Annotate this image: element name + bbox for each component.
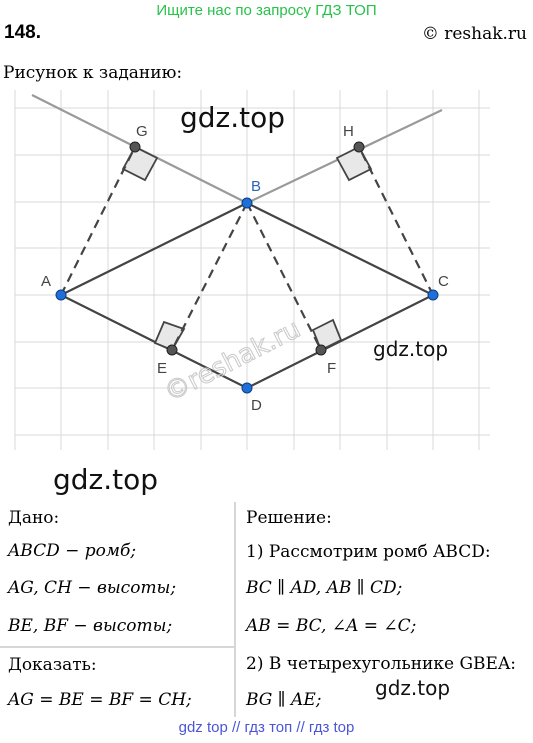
label-d: D [251,397,262,414]
footer-links[interactable]: gdz top // гдз топ // гдз top [178,719,355,736]
vertices [55,141,439,394]
label-c: C [438,273,449,290]
watermark-bottom: gdz.top [375,676,451,700]
problem-number: 148. [4,22,41,43]
label-f: F [327,360,336,377]
label-b: B [251,178,261,195]
watermark-left: gdz.top [53,463,159,496]
point-e [166,344,178,356]
point-c [427,289,439,301]
point-b [241,197,253,209]
copyright: © reshak.ru [421,24,527,44]
point-g [129,141,141,153]
solution-line: BG ∥ AE; [246,690,322,710]
given-line: BE, BF − высоты; [8,616,173,636]
figure-caption: Рисунок к заданию: [3,63,183,83]
watermark-mid: gdz.top [373,337,449,361]
given-line: AG, CH − высоты; [8,578,177,598]
right-angle-markers [121,145,373,352]
altitudes [60,146,434,351]
grid [14,90,490,450]
point-f [315,344,327,356]
label-a: A [41,273,51,290]
given-line: ABCD − ромб; [8,541,137,561]
banner: Ищите нас по запросу ГДЗ ТОП [156,2,377,19]
label-h: H [343,123,354,140]
table-divider-vertical [234,502,236,717]
solution-line: BC ∥ AD, AB ∥ CD; [246,578,403,598]
solution-line: 1) Рассмотрим ромб ABCD: [246,542,491,562]
solution-line: 2) В четырехугольнике GBEA: [246,654,516,674]
label-e: E [157,360,167,377]
geometry-figure: ©reshak.ru A B C D E F G H [14,90,490,450]
given-header: Дано: [8,508,60,528]
watermark-top: gdz.top [180,101,286,134]
label-g: G [136,123,148,140]
point-a [55,289,67,301]
table-divider-horizontal [0,646,234,648]
prove-line: AG = BE = BF = CH; [8,690,192,710]
point-d [241,382,253,394]
solution-header: Решение: [246,508,332,528]
point-h [353,141,365,153]
solution-line: AB = BC, ∠A = ∠C; [246,616,417,636]
prove-header: Доказать: [8,655,97,675]
